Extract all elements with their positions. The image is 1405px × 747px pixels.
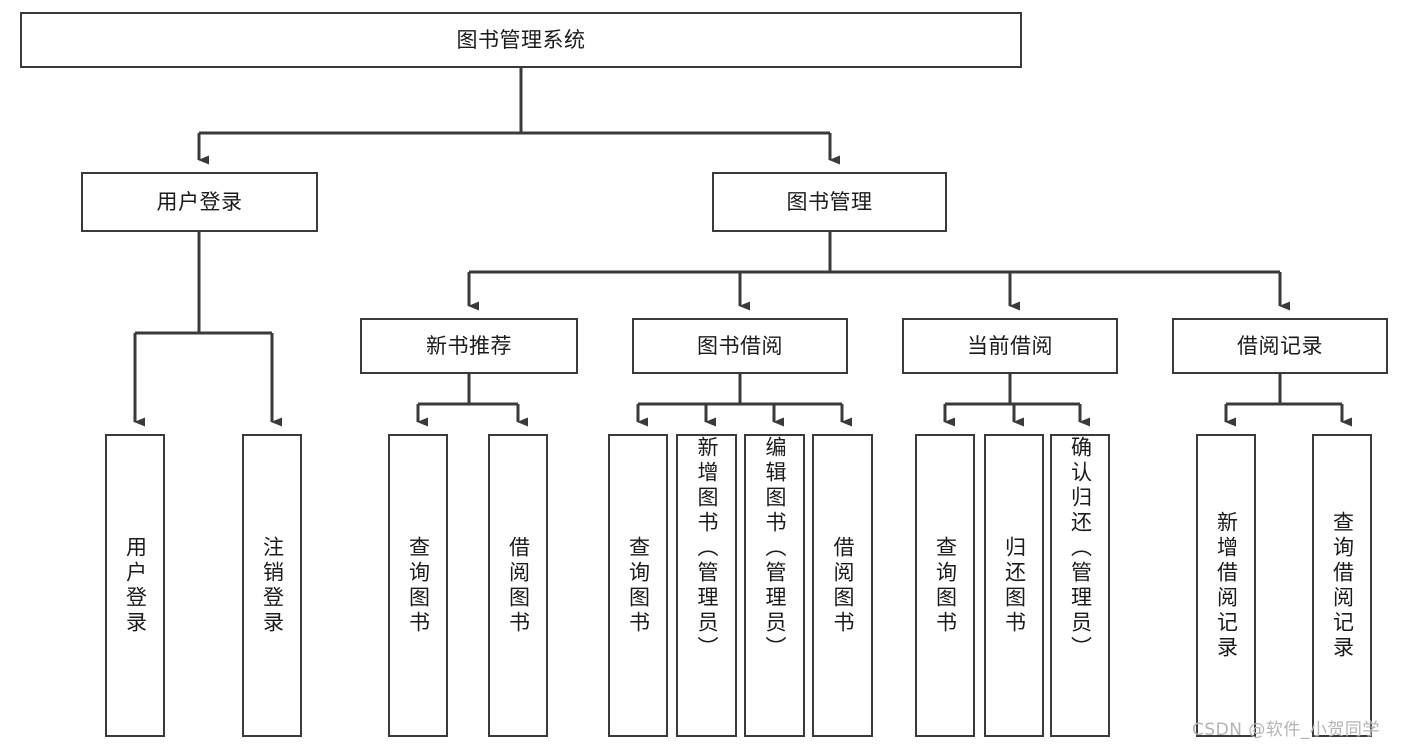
- node-label: 归还图书: [1002, 535, 1027, 636]
- node-label: 查询图书: [406, 535, 431, 636]
- node-label: 图书管理系统: [456, 27, 586, 52]
- node-label: 图书管理: [786, 189, 873, 214]
- node-user-login[interactable]: 用户登录: [81, 172, 318, 232]
- node-book-borrow[interactable]: 图书借阅: [632, 318, 848, 374]
- node-system-title[interactable]: 图书管理系统: [20, 12, 1022, 68]
- node-label: 注销登录: [260, 535, 285, 636]
- node-label: 确认归还（管理员）: [1068, 436, 1093, 661]
- node-label: 图书借阅: [697, 333, 783, 358]
- node-leaf-return-book[interactable]: 归还图书: [984, 434, 1044, 737]
- node-current-borrow[interactable]: 当前借阅: [902, 318, 1118, 374]
- node-label: 查询借阅记录: [1330, 510, 1355, 661]
- node-leaf-borrow-book-2[interactable]: 借阅图书: [812, 434, 873, 737]
- node-label: 用户登录: [123, 535, 148, 636]
- node-leaf-add-borrow-record[interactable]: 新增借阅记录: [1196, 434, 1256, 737]
- node-label: 查询图书: [626, 535, 651, 636]
- node-leaf-borrow-book-1[interactable]: 借阅图书: [488, 434, 548, 737]
- node-label: 编辑图书（管理员）: [763, 436, 787, 661]
- node-label: 用户登录: [156, 189, 243, 214]
- node-borrow-record[interactable]: 借阅记录: [1172, 318, 1388, 374]
- node-leaf-query-book-2[interactable]: 查询图书: [608, 434, 668, 737]
- node-leaf-edit-book-admin[interactable]: 编辑图书（管理员）: [744, 434, 805, 737]
- node-label: 查询图书: [933, 535, 958, 636]
- node-label: 借阅图书: [506, 535, 531, 636]
- node-label: 新增借阅记录: [1214, 510, 1239, 661]
- node-leaf-query-borrow-record[interactable]: 查询借阅记录: [1312, 434, 1372, 737]
- node-leaf-query-book-1[interactable]: 查询图书: [388, 434, 448, 737]
- node-leaf-user-login[interactable]: 用户登录: [105, 434, 165, 737]
- node-label: 借阅记录: [1237, 333, 1323, 358]
- node-book-management[interactable]: 图书管理: [712, 172, 947, 232]
- node-leaf-query-book-3[interactable]: 查询图书: [915, 434, 975, 737]
- node-label: 借阅图书: [831, 535, 855, 636]
- node-label: 新增图书（管理员）: [695, 436, 719, 661]
- node-leaf-add-book-admin[interactable]: 新增图书（管理员）: [676, 434, 737, 737]
- node-leaf-logout[interactable]: 注销登录: [242, 434, 302, 737]
- node-label: 新书推荐: [426, 333, 512, 358]
- node-leaf-confirm-return-admin[interactable]: 确认归还（管理员）: [1050, 434, 1110, 737]
- node-label: 当前借阅: [967, 333, 1053, 358]
- node-new-book-recommend[interactable]: 新书推荐: [360, 318, 578, 374]
